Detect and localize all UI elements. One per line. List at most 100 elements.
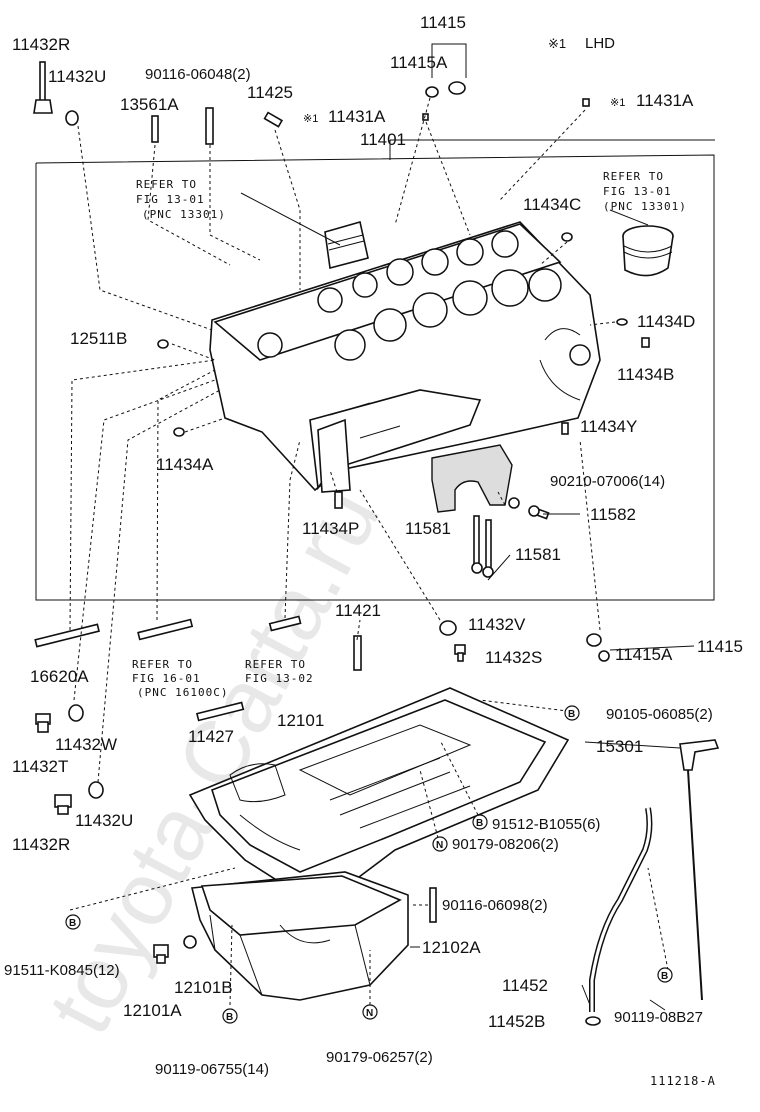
label-12102A: 12102A [422, 938, 481, 957]
bolt-90116-06098[interactable] [429, 887, 437, 923]
ref2-line2: FIG 13-01 [603, 185, 672, 198]
piston-ref-1 [324, 220, 369, 270]
cylinder-block-11401[interactable] [209, 221, 601, 493]
pin-11434A[interactable] [173, 427, 185, 437]
label-11434C: 11434C [523, 195, 581, 214]
badge-b-91512: B [472, 814, 488, 830]
label-11431A-right-mark: ※1 [610, 97, 625, 109]
label-11415A-bottom: 11415A [615, 645, 673, 664]
pin-11434B[interactable] [641, 337, 650, 348]
label-90105-06085: 90105-06085(2) [606, 706, 713, 723]
ref3-line1: REFER TO [132, 658, 193, 671]
pin-11434Y[interactable] [561, 422, 569, 435]
label-90116-06048: 90116-06048(2) [145, 66, 251, 83]
label-13561A: 13561A [120, 95, 179, 114]
badge-b-91511: B [65, 914, 81, 930]
stud-ref-13-02[interactable] [268, 615, 302, 632]
ref1-line1: REFER TO [136, 178, 197, 191]
washer-11432U-bottom[interactable] [88, 781, 104, 799]
plug-11432S[interactable] [454, 644, 466, 662]
svg-text:B: B [476, 818, 483, 829]
plug-11434C[interactable] [561, 232, 573, 242]
label-11432T: 11432T [12, 757, 68, 776]
dipstick-guide-11452[interactable] [589, 807, 653, 1012]
label-12511B: 12511B [70, 329, 127, 348]
badge-b-90119-08B27: B [657, 967, 673, 983]
ref2-line1: REFER TO [603, 170, 664, 183]
label-11432U-bottom: 11432U [75, 811, 133, 830]
label-12101: 12101 [277, 711, 324, 730]
oil-pan-upper-12101[interactable] [188, 687, 570, 896]
stud-11427[interactable] [195, 701, 245, 722]
plug-12511B[interactable] [157, 339, 169, 349]
plug-12101A[interactable] [153, 944, 169, 964]
label-11421: 11421 [335, 601, 381, 620]
stud-16620A[interactable] [34, 623, 100, 648]
label-11432R-bottom: 11432R [12, 835, 70, 854]
label-11434P: 11434P [302, 519, 359, 538]
pin-11431A-left[interactable] [422, 113, 429, 121]
label-11434A: 11434A [156, 455, 214, 474]
badge-n-90179-08206: N [432, 836, 448, 852]
label-11415-top: 11415 [420, 13, 466, 32]
bolt-11432R-top[interactable] [33, 61, 53, 114]
bearing-cap-11434[interactable] [431, 444, 513, 513]
label-11427: 11427 [188, 727, 234, 746]
bolt-11582[interactable] [528, 505, 550, 520]
leader-lines [69, 97, 669, 1006]
label-90119-08B27: 90119-08B27 [614, 1009, 703, 1026]
svg-text:N: N [436, 840, 443, 851]
label-11581-a: 11581 [405, 519, 451, 538]
stud-11421[interactable] [353, 635, 362, 671]
piston-ref-2 [622, 225, 674, 277]
label-15301: 15301 [596, 737, 643, 756]
stud-11425[interactable] [263, 111, 284, 128]
plug-11415-bottom[interactable] [586, 633, 610, 662]
bolt-11581-b[interactable] [482, 519, 494, 578]
label-11432V: 11432V [468, 615, 526, 634]
pin-11434P[interactable] [334, 491, 343, 509]
note-text: LHD [585, 35, 615, 52]
label-11401: 11401 [360, 130, 406, 149]
stud-ref-16-01[interactable] [137, 618, 194, 641]
plug-11432V[interactable] [439, 620, 457, 636]
plug-11415A-top[interactable] [425, 86, 439, 98]
label-11434D: 11434D [637, 312, 695, 331]
washer-11432W[interactable] [68, 704, 84, 722]
bolt-11581-a[interactable] [471, 515, 483, 574]
label-11431A-left: 11431A [328, 107, 386, 126]
pin-11431A-right[interactable] [582, 98, 590, 107]
dipstick-15301[interactable] [679, 739, 720, 1001]
svg-text:B: B [568, 709, 575, 720]
label-16620A: 16620A [30, 667, 89, 686]
plug-11415-top[interactable] [448, 81, 466, 95]
badge-n-90179-06257: N [362, 1004, 378, 1020]
washer-90210-07006[interactable] [508, 497, 520, 509]
badge-b-90119-06755: B [222, 1008, 238, 1024]
ref2-line3: (PNC 13301) [603, 200, 687, 213]
stud-13561A[interactable] [151, 115, 159, 143]
label-11432R-top: 11432R [12, 35, 70, 54]
ref3-line2: FIG 16-01 [132, 672, 201, 685]
label-11452: 11452 [502, 976, 548, 995]
stud-90116-06048[interactable] [205, 107, 214, 145]
label-11581-b: 11581 [515, 545, 561, 564]
ref4-line2: FIG 13-02 [245, 672, 314, 685]
label-90179-06257: 90179-06257(2) [326, 1049, 433, 1066]
ref1-line3: (PNC 13301) [142, 208, 226, 221]
label-11582: 11582 [590, 505, 636, 524]
note-mark: ※1 [548, 36, 566, 51]
label-90210-07006: 90210-07006(14) [550, 473, 665, 490]
washer-12101B[interactable] [183, 935, 197, 949]
label-11425: 11425 [247, 83, 293, 102]
plug-11432R-bottom[interactable] [54, 794, 72, 815]
washer-11432U-top[interactable] [65, 110, 79, 126]
label-11431A-left-mark: ※1 [303, 113, 318, 125]
plug-11432T[interactable] [35, 713, 51, 733]
oil-pan-lower-12102A[interactable] [191, 871, 409, 1001]
pin-11434D[interactable] [616, 318, 628, 326]
o-ring-11452B[interactable] [585, 1016, 601, 1026]
label-12101A: 12101A [123, 1001, 182, 1020]
figure-number: 111218-A [650, 1074, 716, 1088]
